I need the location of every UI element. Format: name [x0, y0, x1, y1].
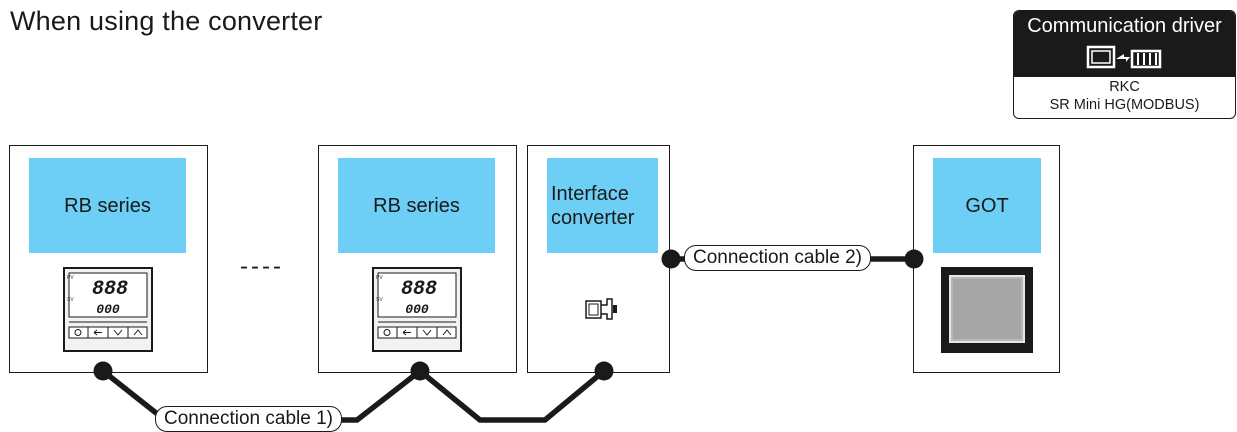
converter-icon	[585, 298, 617, 320]
device-label: RB series	[64, 194, 151, 217]
got-label: GOT	[965, 194, 1009, 217]
connection-cable-1-label: Connection cable 1)	[155, 406, 342, 432]
device-label-box: RB series	[338, 158, 495, 253]
ellipsis-more-devices: ----	[240, 253, 284, 280]
sv-display: 000	[405, 302, 429, 317]
converter-label-box: Interface converter	[547, 158, 658, 253]
driver-communication-icon	[1086, 45, 1162, 69]
got-terminal: GOT	[913, 145, 1060, 373]
pv-display: 888	[401, 278, 437, 301]
converter-label-line1: Interface	[551, 182, 629, 205]
pv-display: 888	[92, 278, 128, 301]
rb-series-controller-1: RB series PV SV 888 000	[9, 145, 208, 373]
converter-label-line2: converter	[551, 206, 635, 229]
driver-vendor: RKC	[1109, 79, 1140, 95]
got-label-box: GOT	[933, 158, 1041, 253]
temperature-controller-icon: PV SV 888 000	[372, 267, 462, 352]
interface-converter: Interface converter	[527, 145, 670, 373]
device-label-box: RB series	[29, 158, 186, 253]
device-label: RB series	[373, 194, 460, 217]
svg-text:PV: PV	[376, 275, 383, 281]
rb-series-controller-2: RB series PV SV 888 000	[318, 145, 517, 373]
driver-heading: Communication driver	[1027, 15, 1222, 37]
page-title: When using the converter	[10, 6, 323, 36]
svg-text:PV: PV	[67, 275, 74, 281]
connection-cable-2-label: Connection cable 2)	[684, 245, 871, 271]
svg-text:SV: SV	[376, 297, 383, 303]
svg-text:SV: SV	[67, 297, 74, 303]
got-display-icon	[941, 267, 1033, 353]
sv-display: 000	[96, 302, 120, 317]
temperature-controller-icon: PV SV 888 000	[63, 267, 153, 352]
driver-header-band: Communication driver	[1014, 11, 1235, 77]
driver-model: SR Mini HG(MODBUS)	[1049, 97, 1200, 113]
communication-driver-box: Communication driver RKC SR Mini HG(MODB…	[1013, 10, 1236, 119]
